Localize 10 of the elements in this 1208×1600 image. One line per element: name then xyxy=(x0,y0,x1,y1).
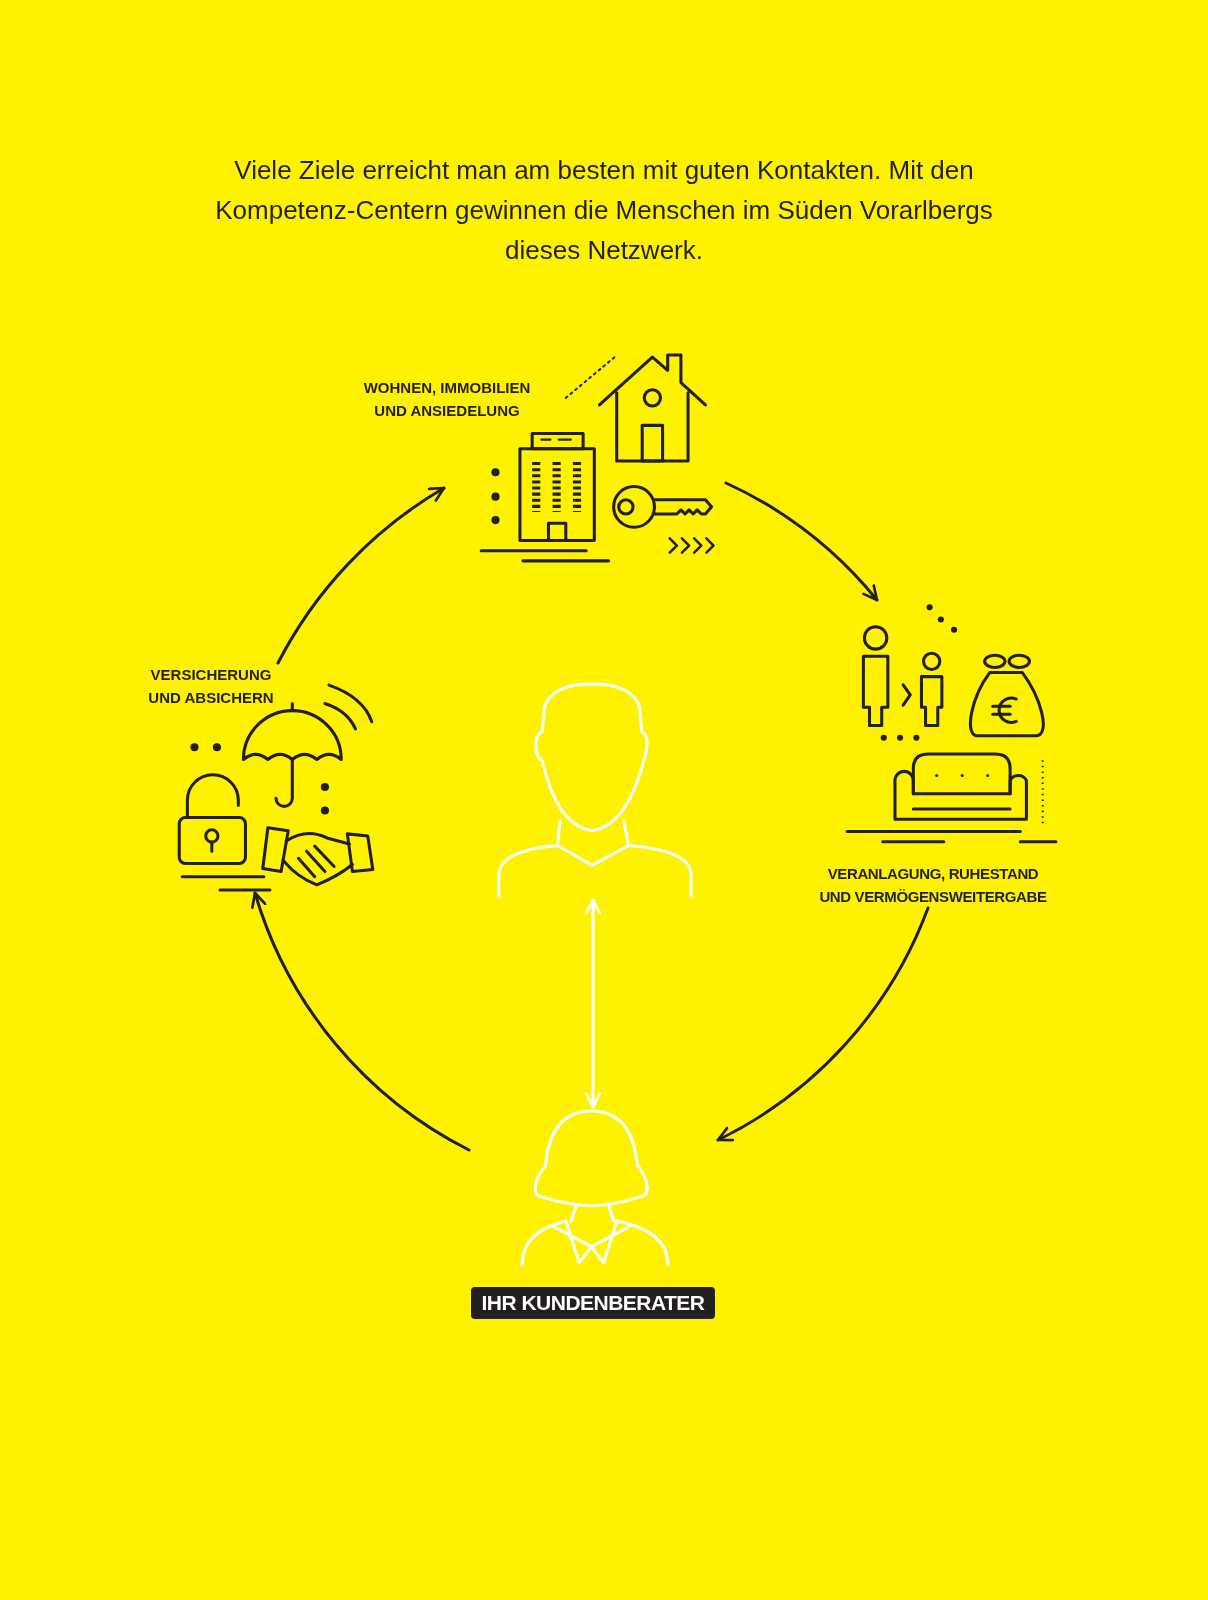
category-label: WOHNEN, IMMOBILIEN UND ANSIEDELUNG xyxy=(362,378,532,421)
arrow xyxy=(585,898,601,1109)
arrow xyxy=(716,906,930,1142)
category-label: VERSICHERUNG UND ABSICHERN xyxy=(147,665,275,708)
arrow xyxy=(724,481,879,602)
category-label: IHR KUNDENBERATER xyxy=(471,1287,715,1319)
intro-text: Viele Ziele erreicht man am besten mit guten Kontakten. Mit den Kompetenz-Centern gewinnen die Menschen im Süden Vorarlbergs dieses Netzwerk. xyxy=(214,154,994,267)
arrow xyxy=(276,486,446,665)
arrow xyxy=(251,891,471,1152)
category-label: VERANLAGUNG, RUHESTAND UND VERMÖGENSWEITERGABE xyxy=(818,864,1048,907)
